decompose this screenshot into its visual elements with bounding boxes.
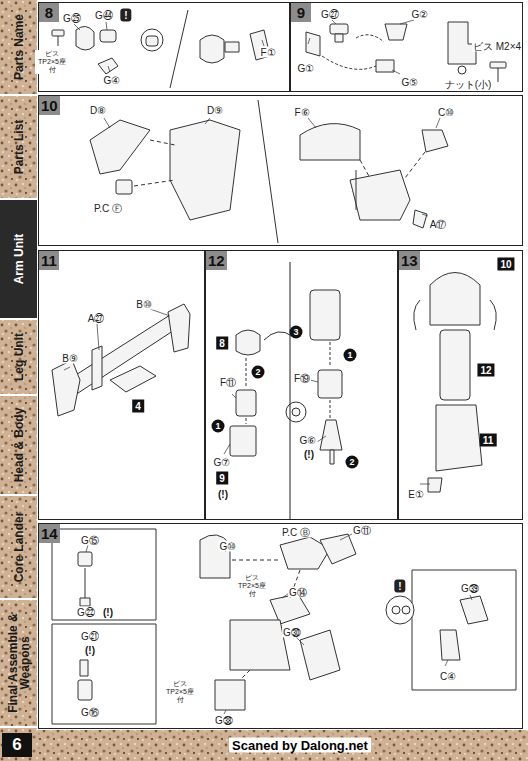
part-label: C⑩ bbox=[437, 107, 455, 118]
section-tab: Head & Body bbox=[0, 396, 37, 496]
part-label: ナット(小) bbox=[444, 79, 493, 90]
part-label: G① bbox=[297, 63, 316, 74]
step-number: 11 bbox=[39, 251, 59, 270]
part-label: A㉗ bbox=[87, 313, 106, 324]
section-tab: Final Assemble & Weapons bbox=[0, 600, 37, 728]
sidebar-texture bbox=[0, 0, 37, 761]
part-label: G㊴ bbox=[460, 583, 480, 594]
footer-texture bbox=[0, 730, 528, 761]
section-tab: Core Lander bbox=[0, 496, 37, 600]
step-number: 12 bbox=[206, 251, 227, 270]
step-panel: 10 bbox=[38, 95, 523, 246]
order-number: 1 bbox=[212, 420, 225, 433]
section-tab: Parts List bbox=[0, 96, 37, 200]
order-number: 2 bbox=[252, 366, 265, 379]
part-label: G⑯ bbox=[80, 707, 100, 718]
step-number: 10 bbox=[39, 96, 60, 115]
callout-number: 10 bbox=[497, 258, 514, 271]
order-number: 2 bbox=[346, 456, 359, 469]
screw-note: ビス TP2×5座付 bbox=[163, 680, 197, 704]
part-label: G⑥ bbox=[299, 435, 318, 446]
callout-number: 11 bbox=[480, 434, 497, 447]
part-label: G㉑ bbox=[80, 631, 100, 642]
part-label: G㉒ bbox=[76, 607, 96, 618]
tab-title: Head & Body bbox=[13, 400, 25, 490]
tab-title: Parts Name bbox=[13, 4, 25, 90]
section-tab: Arm Unit bbox=[0, 200, 37, 320]
tab-title: Leg Unit bbox=[13, 324, 25, 390]
part-label: F⑲ bbox=[293, 373, 311, 384]
step-number: 13 bbox=[399, 251, 420, 270]
part-label: P.C Ⓑ bbox=[281, 527, 311, 538]
part-label: G⑮ bbox=[80, 535, 100, 546]
part-label: B⑩ bbox=[135, 299, 153, 310]
part-label: G⑪ bbox=[352, 525, 372, 536]
part-label: G⑤ bbox=[401, 77, 420, 88]
tab-title: Arm Unit bbox=[13, 204, 25, 314]
part-label: D⑧ bbox=[89, 105, 107, 116]
part-label: F① bbox=[259, 47, 276, 58]
step-panel: 13 bbox=[398, 250, 523, 520]
section-tab: Leg Unit bbox=[0, 320, 37, 396]
page-number: 6 bbox=[2, 733, 32, 757]
part-label: G㊹ bbox=[94, 10, 114, 21]
caution-mark: (!) bbox=[103, 607, 113, 618]
callout-number: 4 bbox=[132, 400, 144, 413]
step-number: 8 bbox=[39, 3, 59, 22]
callout-number: 12 bbox=[477, 364, 494, 377]
part-label: G② bbox=[411, 9, 430, 20]
step-number: 14 bbox=[39, 524, 60, 543]
part-label: C④ bbox=[439, 671, 457, 682]
leader-lines bbox=[64, 20, 472, 714]
part-label: ビス M2×4 bbox=[472, 41, 522, 52]
caution-mark: (!) bbox=[304, 449, 314, 460]
watermark: Scaned by Dalong.net bbox=[229, 738, 371, 753]
caution-mark: (!) bbox=[85, 645, 95, 656]
tab-title: Final Assemble & Weapons bbox=[7, 604, 31, 722]
screw-note: ビス TP2×5座付 bbox=[35, 50, 69, 74]
part-label: G④ bbox=[103, 75, 122, 86]
part-label: G⑩ bbox=[219, 541, 238, 552]
part-label: P.C Ⓕ bbox=[93, 203, 123, 214]
part-label: D⑨ bbox=[206, 105, 224, 116]
caution-mark: (!) bbox=[218, 489, 228, 500]
tab-title: Parts List bbox=[13, 100, 25, 194]
part-label: F⑥ bbox=[293, 107, 310, 118]
part-label: G⑦ bbox=[213, 457, 232, 468]
part-label: G㉕ bbox=[62, 13, 82, 24]
part-label: G㉗ bbox=[320, 9, 340, 20]
part-label: G⑭ bbox=[288, 587, 308, 598]
tab-title: Core Lander bbox=[13, 500, 25, 594]
callout-number: 8 bbox=[216, 337, 228, 350]
callout-number: 9 bbox=[216, 472, 228, 485]
part-label: E① bbox=[407, 489, 425, 500]
caution-mark: ! bbox=[394, 580, 405, 593]
order-number: 3 bbox=[290, 326, 303, 339]
order-number: 1 bbox=[344, 349, 357, 362]
part-label: A⑰ bbox=[429, 219, 448, 230]
screw-note: ビス TP2×5座付 bbox=[235, 574, 269, 598]
part-label: G㊳ bbox=[214, 715, 234, 726]
caution-mark: ! bbox=[120, 9, 131, 22]
part-label: G㉚ bbox=[282, 627, 302, 638]
part-drawings bbox=[52, 10, 516, 724]
step-number: 9 bbox=[291, 3, 311, 22]
step-panel: 11 bbox=[38, 250, 205, 520]
step-panel: 14 bbox=[38, 523, 523, 729]
section-tab: Parts Name bbox=[0, 0, 37, 96]
part-label: B⑨ bbox=[61, 353, 79, 364]
part-label: F⑪ bbox=[219, 377, 237, 388]
